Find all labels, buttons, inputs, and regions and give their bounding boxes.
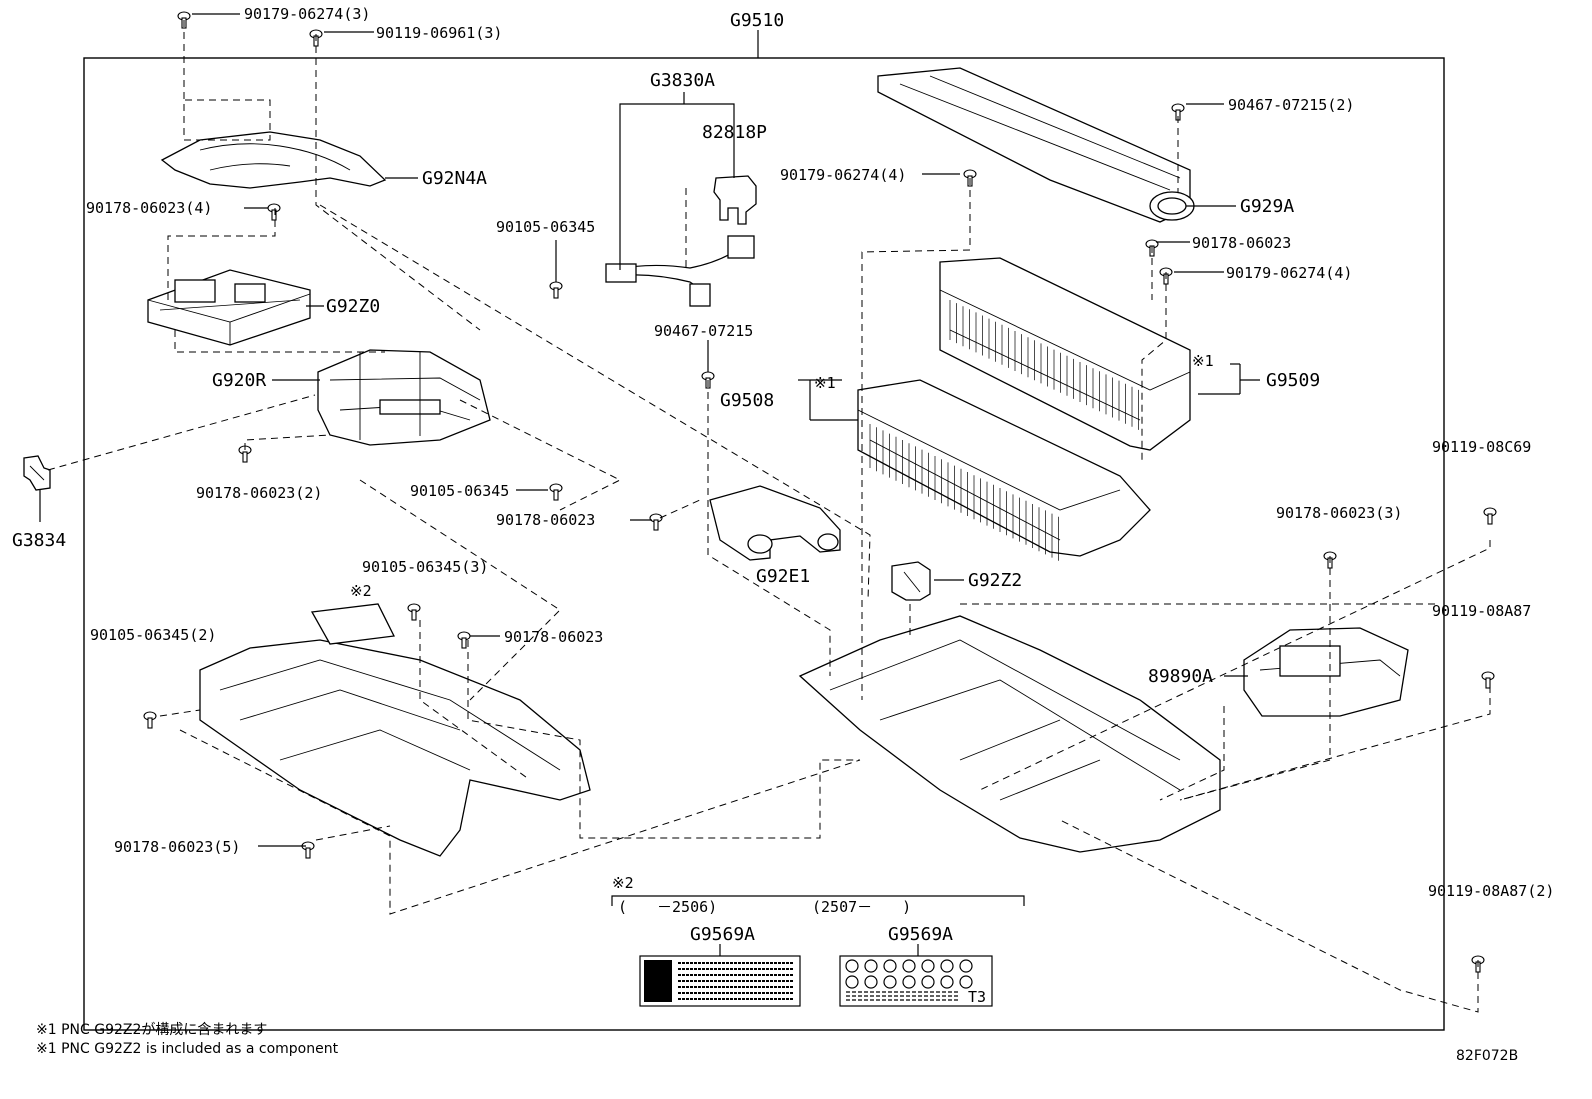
callout-90467-07215: 90467-07215 [654, 322, 753, 340]
callout-90178-06023-a: 90178-06023 [496, 511, 595, 529]
part-g92z0-block [147, 269, 311, 346]
range-left: ( －2506) [618, 898, 717, 916]
label-right-code: G9569A [888, 924, 953, 945]
callout-90119-08c69: 90119-08C69 [1432, 438, 1531, 456]
part-82818p-bracket [713, 175, 757, 225]
callout-90467-07215-2: 90467-07215(2) [1228, 96, 1354, 114]
callout-90179-06274-3: 90179-06274(3) [244, 5, 370, 23]
callout-90119-08a87: 90119-08A87 [1432, 602, 1531, 620]
callout-g92z2: G92Z2 [968, 570, 1022, 591]
callouts: 90179-06274(3) 90119-06961(3) G9510 G92N… [12, 5, 1554, 900]
callout-90105-06345-b: 90105-06345 [496, 218, 595, 236]
callout-90178-06023-3: 90178-06023(3) [1276, 504, 1402, 522]
part-g3834-clip [23, 455, 51, 491]
part-battery-tray [798, 615, 1221, 853]
callout-90119-08a87-2: 90119-08A87(2) [1428, 882, 1554, 900]
assembly-number: G9510 [730, 10, 784, 31]
part-g9508-battery-module [857, 379, 1151, 561]
callout-90179-06274-4-b: 90179-06274(4) [1226, 264, 1352, 282]
part-g920r-bracket [317, 349, 491, 446]
fastener [1483, 507, 1497, 525]
callout-g9508: G9508 [720, 390, 774, 411]
footnote-english: ※1 PNC G92Z2 is included as a component [36, 1041, 339, 1057]
callout-note2: ※2 [350, 582, 372, 600]
callout-g3834: G3834 [12, 530, 66, 551]
sticker-mark: T3 [968, 988, 986, 1006]
callout-90178-06023-2: 90178-06023(2) [196, 484, 322, 502]
part-g92e1-duct [709, 485, 841, 561]
part-lower-cover [199, 639, 591, 857]
callout-note1-a: ※1 [814, 374, 836, 392]
fasteners [143, 11, 1497, 973]
callout-90105-06345-3: 90105-06345(3) [362, 558, 488, 576]
fastener [1171, 103, 1185, 121]
dashed-leaders [47, 20, 1491, 1013]
callout-90178-06023-4: 90178-06023(4) [86, 199, 212, 217]
fastener [549, 483, 563, 501]
fastener [267, 203, 281, 221]
part-g92n4a-duct [160, 131, 387, 189]
callout-90179-06274-4-a: 90179-06274(4) [780, 166, 906, 184]
assembly-frame [83, 57, 1445, 1031]
callout-leaders [39, 13, 1260, 847]
callout-g92n4a: G92N4A [422, 168, 487, 189]
callout-g9509: G9509 [1266, 370, 1320, 391]
range-right: (2507－ ) [812, 898, 911, 916]
part-g92z2-bracket [891, 561, 931, 601]
labels-box: ※2 ( －2506) (2507－ ) G9569A G9569A T3 [611, 874, 1025, 1007]
part-g929a-duct [877, 67, 1195, 223]
footnote-japanese: ※1 PNC G92Z2が構成に含まれます [36, 1022, 267, 1038]
fastener [1481, 671, 1495, 689]
fastener [549, 281, 563, 299]
fastener [143, 711, 157, 729]
callout-g920r: G920R [212, 370, 266, 391]
diagram-code: 82F072B [1456, 1048, 1518, 1064]
callout-90178-06023-5: 90178-06023(5) [114, 838, 240, 856]
callout-90178-06023-b: 90178-06023 [1192, 234, 1291, 252]
callout-82818p: 82818P [702, 122, 767, 143]
label-left-code: G9569A [690, 924, 755, 945]
part-g9509-battery-module [939, 257, 1191, 451]
callout-g92e1: G92E1 [756, 566, 810, 587]
callout-g929a: G929A [1240, 196, 1294, 217]
fastener [457, 631, 471, 649]
callout-89890a: 89890A [1148, 666, 1213, 687]
part-g3830a-harness [605, 235, 755, 307]
warning-label-left [639, 955, 801, 1007]
warning-label-right: T3 [839, 955, 993, 1007]
callout-g3830a: G3830A [650, 70, 715, 91]
callout-g92z0: G92Z0 [326, 296, 380, 317]
callout-90178-06023-c: 90178-06023 [504, 628, 603, 646]
callout-90105-06345-2: 90105-06345(2) [90, 626, 216, 644]
callout-90119-06961-3: 90119-06961(3) [376, 24, 502, 42]
part-89890a-bracket [1243, 627, 1409, 717]
fastener [301, 841, 315, 859]
callout-90105-06345-a: 90105-06345 [410, 482, 509, 500]
callout-note1-b: ※1 [1192, 352, 1214, 370]
labels-note-mark: ※2 [612, 874, 634, 892]
part-label-sheet [310, 603, 395, 645]
fastener [407, 603, 421, 621]
fastener [649, 513, 663, 531]
